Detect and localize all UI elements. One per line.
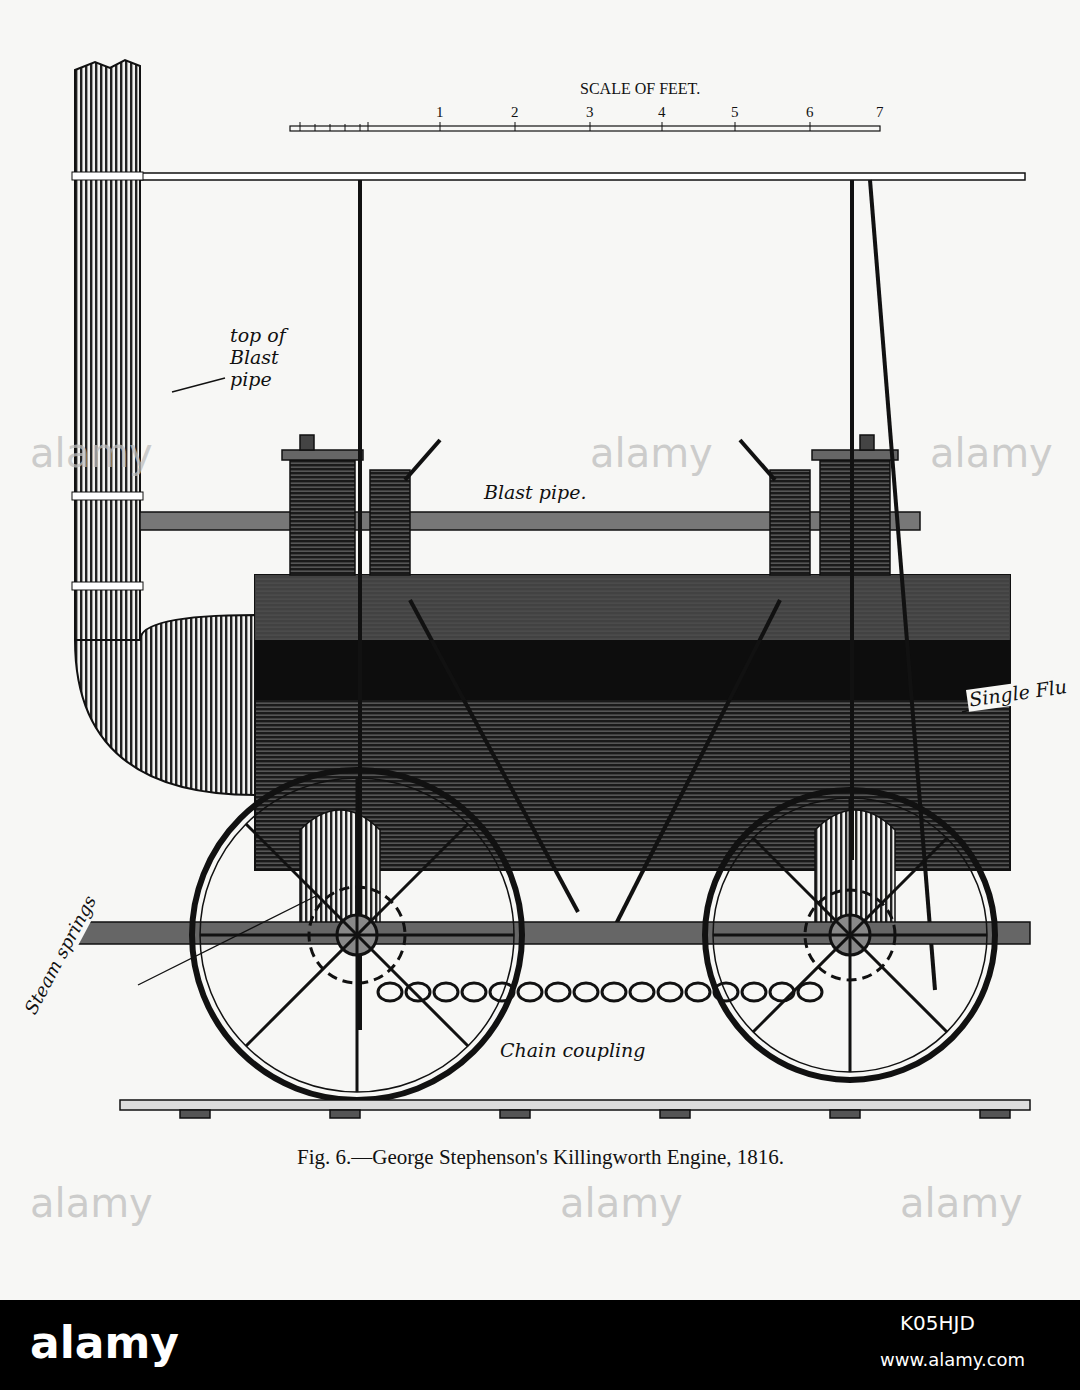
chimney — [72, 60, 255, 795]
top-rod — [75, 173, 1025, 180]
leader-lines — [138, 378, 1012, 985]
watermark-logo: alamy — [30, 1318, 179, 1369]
scale-number: 4 — [658, 104, 666, 121]
scale-number: 3 — [586, 104, 594, 121]
scale-number: 1 — [436, 104, 444, 121]
piston-casings — [300, 810, 895, 930]
watermark: alamy — [930, 430, 1053, 476]
part-label: top of Blast pipe — [228, 325, 324, 391]
scale-number: 5 — [731, 104, 739, 121]
frame-bar — [75, 922, 1030, 944]
watermark: alamy — [560, 1180, 683, 1226]
watermark: alamy — [590, 430, 713, 476]
scale-number: 2 — [511, 104, 519, 121]
watermark: alamy — [30, 430, 153, 476]
footer-band — [0, 1300, 1080, 1390]
wheels — [192, 770, 995, 1100]
scale-number: 7 — [876, 104, 884, 121]
part-label: Chain coupling — [498, 1040, 648, 1062]
chain-coupling — [378, 983, 822, 1001]
scale-number: 6 — [806, 104, 814, 121]
watermark-url: www.alamy.com — [880, 1350, 1025, 1371]
image-id: K05HJD — [900, 1312, 975, 1335]
part-label: Blast pipe. — [482, 482, 588, 504]
part-label: Steam springs — [20, 891, 102, 1020]
scale-bar — [290, 122, 880, 131]
watermark: alamy — [30, 1180, 153, 1226]
watermark: alamy — [900, 1180, 1023, 1226]
rail — [120, 1100, 1030, 1118]
scale-title: SCALE OF FEET. — [580, 80, 700, 98]
figure-caption: Fig. 6.—George Stephenson's Killingworth… — [297, 1145, 784, 1169]
